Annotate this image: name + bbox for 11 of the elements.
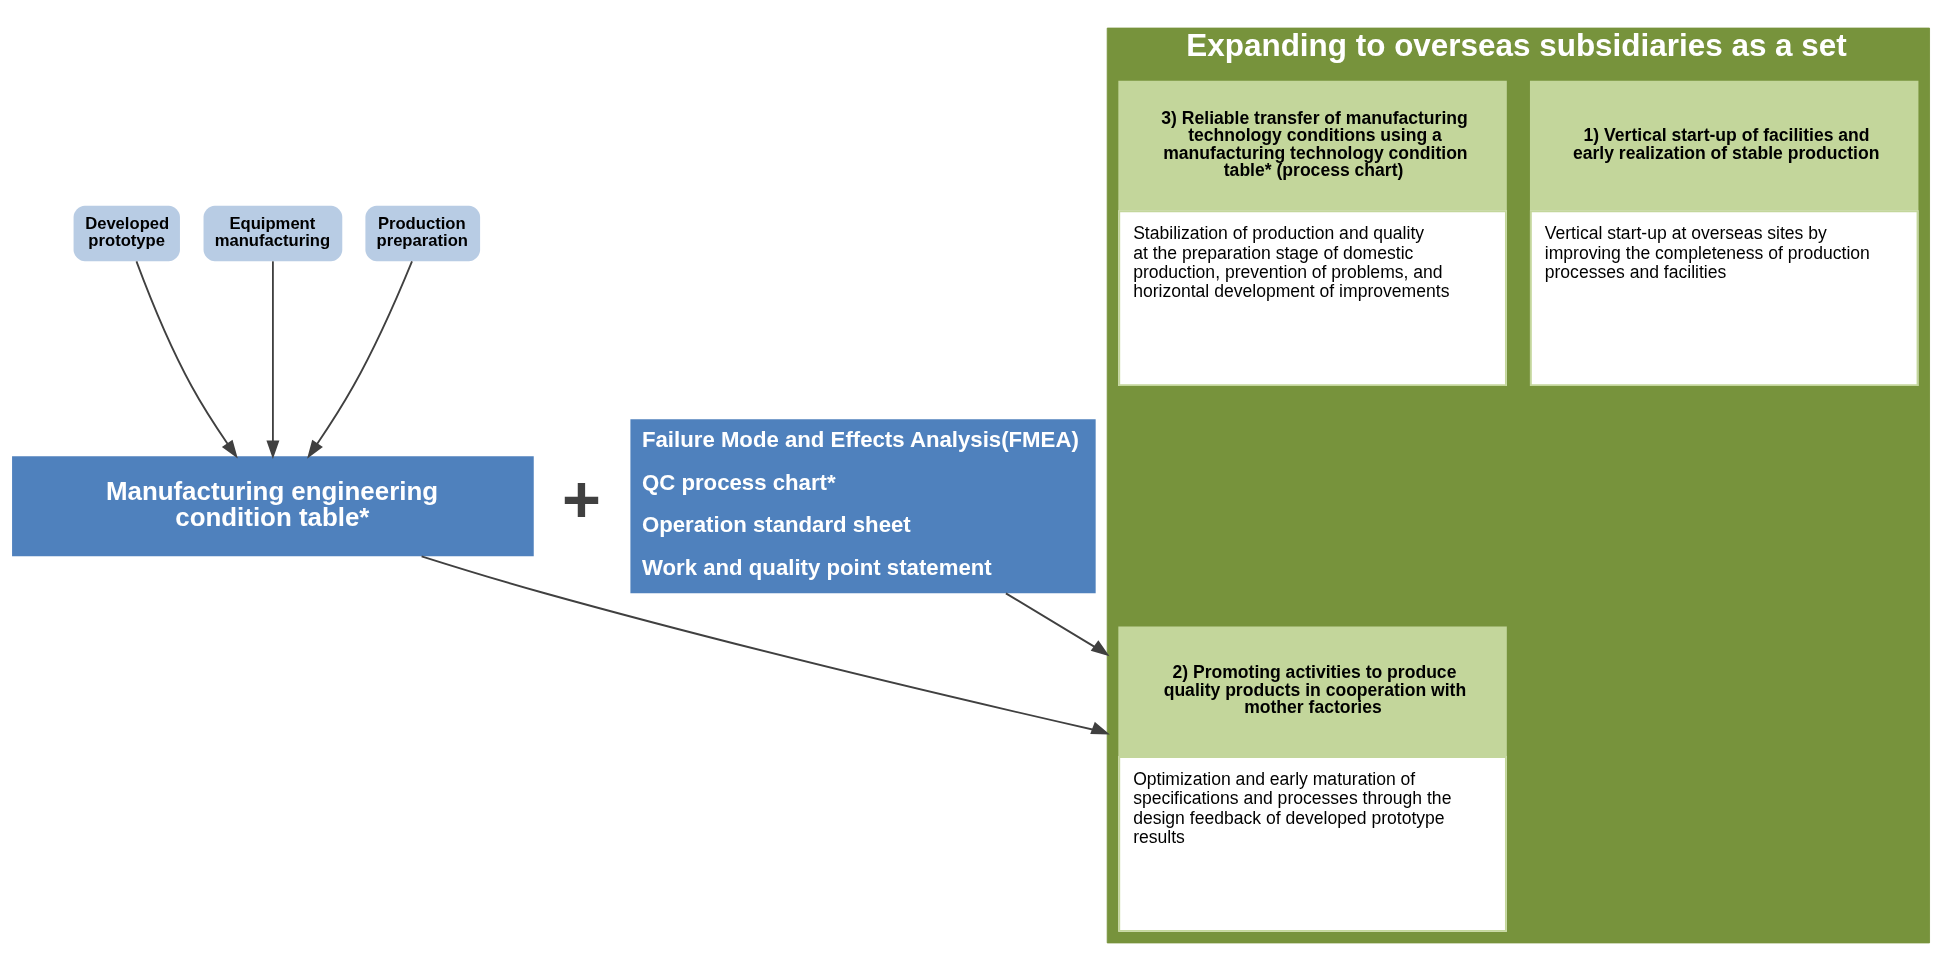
arrow <box>135 260 238 459</box>
node-box: Production preparation <box>365 205 481 262</box>
node-box: Failure Mode and Effects Analysis(FMEA) QC process chart* Operation standard sheet Work and quality point statement <box>630 419 1096 594</box>
arrow <box>420 555 1110 735</box>
node-box: Developed prototype <box>73 205 180 262</box>
node-box: Equipment manufacturing <box>203 205 343 262</box>
arrow <box>1004 592 1110 657</box>
node-box: Manufacturing engineering condition table* <box>12 456 534 557</box>
label: + <box>561 462 601 537</box>
arrow <box>266 260 280 459</box>
arrow <box>307 260 413 459</box>
